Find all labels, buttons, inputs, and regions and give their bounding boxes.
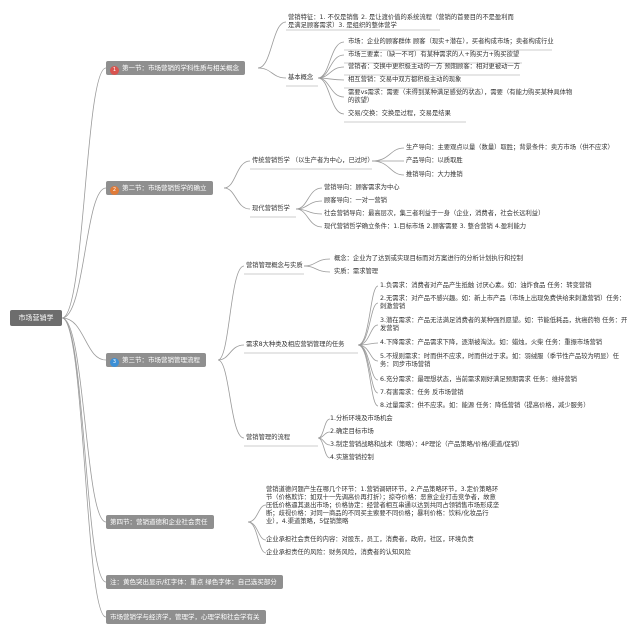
s3-flow-item-3: 4.实施营销控制 <box>330 454 374 461</box>
section-3-badge-icon: 3 <box>110 358 119 367</box>
s2-modern-item-2: 社会营销导向：最高层次，集三者利益于一身（企业，消费者，社会长远利益） <box>324 210 545 217</box>
s3-flow: 营销管理的流程 <box>246 434 291 441</box>
section-4-node[interactable]: 第四节：营销道德和企业社会责任 <box>106 515 214 529</box>
s3-demand-item-7: 8.过量需求：供不应求。如：能源 任务：降低营销（提高价格，减少服务） <box>380 402 590 409</box>
s3-demand-item-2: 3.潜在需求：产品无法满足消费者的某种强烈愿望。如：节能低耗品，抗癌药物 任务：… <box>380 317 628 332</box>
s3-demand-item-5: 6.充分需求：最理想状态，当前需求刚好满足预期需求 任务：维持营销 <box>380 376 577 383</box>
s2-modern-item-1: 顾客导向：一对一营销 <box>324 197 387 204</box>
s3-demand-item-0: 1.负需求：消费者对产品产生抵触 讨厌心素。如：油炸食品 任务：转变营销 <box>380 282 592 289</box>
section-2-title: 第二节：市场营销哲学的确立 <box>122 184 207 192</box>
related-fields-node[interactable]: 市场营销学与经济学，管理学，心理学和社会学有关 <box>106 610 266 624</box>
s3-demand-item-6: 7.有害需求：任务 反市场营销 <box>380 389 464 396</box>
s1-item-4: 需要vs需求：需要（未得到某种满足感觉的状态），需要（有能力购买某种具体物的欲望… <box>348 89 573 104</box>
s3-demand-item-3: 4.下降需求：产品需求下降，逐渐被淘汰。如：蜡烛，火柴 任务：重振市场营销 <box>380 339 603 346</box>
s1-item-1: 市场三要素：（缺一不可）有某种需求的人+购买力+购买欲望 <box>348 51 520 58</box>
s3-concept-item-0: 概念：企业为了达到或实现目标而对方案进行的分析计划执行和控制 <box>334 255 523 262</box>
related-fields-text: 市场营销学与经济学，管理学，心理学和社会学有关 <box>110 613 260 621</box>
s2-modern-item-3: 现代营销哲学确立条件：1.目标市场 2.顾客需要 3. 整合营销 4.盈利能力 <box>324 223 527 230</box>
section-1-badge-icon: 1 <box>110 66 119 75</box>
s2-trad-item-1: 产品导向：以质取胜 <box>406 157 463 164</box>
note-text: 注：黄色突出显示/红字体：重点 绿色字体：自己选买部分 <box>110 578 277 586</box>
root-node[interactable]: 市场营销学 <box>10 310 62 326</box>
s2-trad-item-2: 推销导向：大力推销 <box>406 171 463 178</box>
s2-modern-item-0: 营销导向：顾客需求为中心 <box>324 184 400 191</box>
s2-trad-item-0: 生产导向：主要观点以量（数量）取胜；背景条件：卖方市场（供不应求） <box>406 144 614 151</box>
section-1-title: 第一节：市场营销的学科性质与相关概念 <box>122 64 239 72</box>
s4-item-2: 企业承担责任的风险：财务风险，消费者的认知风险 <box>266 549 411 556</box>
s3-flow-item-0: 1.分析环境及市场机会 <box>330 415 393 422</box>
s3-flow-item-2: 3.制定营销战略和战术（策略）：4P理论（产品策略/价格/渠道/促销） <box>330 441 524 448</box>
s1-basic-concepts: 基本概念 <box>288 74 314 81</box>
s1-item-2: 营销者：交换中更积极主动的一方 预期顾客：相对更被动一方 <box>348 63 521 70</box>
s1-item-5: 交易/交换：交换是过程，交易是结果 <box>348 110 451 117</box>
s3-demand: 需求8大种类及相应营销管理的任务 <box>246 341 345 348</box>
s1-item-0: 市场：企业的顾客群体 顾客（现实+潜在），买者构成市场；卖者构成行业 <box>348 38 554 45</box>
s3-demand-item-4: 5.不规则需求：时而供不应求，时而供过于求。如：羽绒服（季节性产品较为明显）任务… <box>380 353 619 368</box>
s3-flow-item-1: 2.确定目标市场 <box>330 428 374 435</box>
s3-demand-item-1: 2.无需求：对产品不感兴趣。如：新上市产品（市场上出现免费供给来刺激营销）任务：… <box>380 295 626 310</box>
note-node[interactable]: 注：黄色突出显示/红字体：重点 绿色字体：自己选买部分 <box>106 575 283 589</box>
s2-modern: 现代营销哲学 <box>252 205 290 212</box>
s1-item-3: 相互营销：交易中双方都积极主动的现象 <box>348 76 462 83</box>
section-3-title: 第三节：市场营销管理流程 <box>122 356 200 364</box>
s3-concept: 营销管理概念与实质 <box>246 262 303 269</box>
s3-concept-item-1: 实质：需求管理 <box>334 268 379 275</box>
s1-feature: 营销特征：1. 不仅是销售 2. 是让渡价值的系统流程（营销的首要目的不是盈利而… <box>288 14 514 29</box>
s4-item-0: 营销道德问题产生在哪几个环节：1.营销调研环节，2.产品策略环节，3.定价策略环… <box>266 486 499 525</box>
section-4-title: 第四节：营销道德和企业社会责任 <box>110 518 208 526</box>
s4-item-1: 企业承担社会责任的内容：对股东，员工，消费者，政府，社区，环境负责 <box>266 536 474 543</box>
s2-traditional: 传统营销哲学 （以生产者为中心，已过时） <box>252 157 374 164</box>
section-2-badge-icon: 2 <box>110 186 119 195</box>
